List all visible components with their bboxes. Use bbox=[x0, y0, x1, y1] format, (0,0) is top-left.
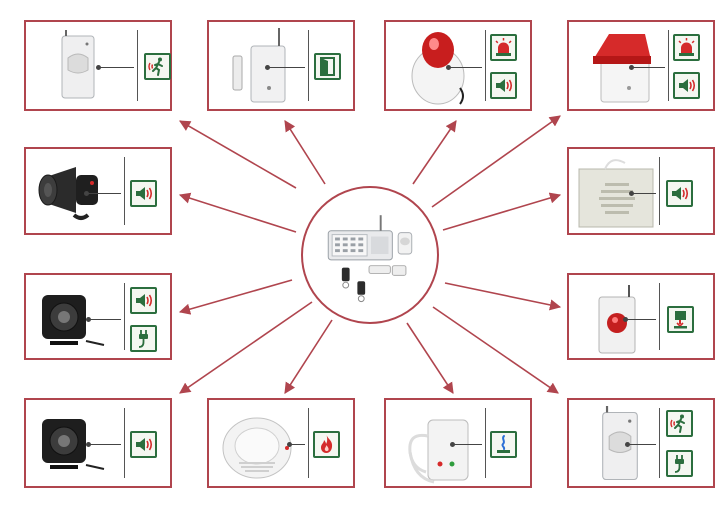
arrow-to-strobe-siren-round bbox=[413, 121, 456, 184]
running-man-icon bbox=[144, 53, 171, 80]
door-window-sensor-image bbox=[229, 26, 289, 106]
device-card-wired-siren bbox=[24, 273, 172, 360]
connector-line bbox=[448, 67, 482, 68]
connector-line bbox=[289, 444, 305, 445]
arrow-to-panic-button bbox=[445, 283, 560, 307]
wired-siren-image bbox=[36, 287, 106, 353]
speaker-icon bbox=[673, 72, 700, 99]
fire-icon bbox=[313, 431, 340, 458]
arrow-to-strobe-siren-square bbox=[432, 116, 560, 207]
running-man-icon bbox=[666, 410, 693, 437]
gas-detector-image bbox=[400, 406, 480, 486]
device-card-strobe-siren-round bbox=[384, 20, 532, 111]
connector-line bbox=[452, 444, 482, 445]
device-card-pir-motion-detector bbox=[567, 398, 715, 488]
gas-detector-image bbox=[400, 406, 480, 486]
panic-button-image bbox=[595, 285, 641, 355]
device-card-panic-button bbox=[567, 273, 715, 360]
arrow-to-smoke-detector bbox=[285, 320, 332, 393]
device-card-indoor-siren-speaker bbox=[567, 147, 715, 235]
panic-button-image bbox=[595, 285, 641, 355]
arrow-to-gas-detector bbox=[407, 323, 453, 393]
device-card-strobe-siren-square bbox=[567, 20, 715, 111]
device-card-wired-siren bbox=[24, 398, 172, 488]
pir-motion-detector-image bbox=[56, 30, 100, 104]
device-card-pir-motion-detector bbox=[24, 20, 172, 111]
connector-line bbox=[631, 67, 665, 68]
connector-line bbox=[86, 193, 121, 194]
connector-line bbox=[267, 67, 305, 68]
card-divider bbox=[308, 30, 309, 101]
connector-line bbox=[88, 444, 121, 445]
panic-press-icon bbox=[667, 306, 694, 333]
gas-icon bbox=[490, 431, 517, 458]
arrow-to-door-window-sensor bbox=[285, 121, 325, 184]
speaker-icon bbox=[490, 72, 517, 99]
control-panel-kit-image bbox=[303, 188, 437, 322]
horn-speaker-image bbox=[36, 157, 106, 227]
device-card-smoke-detector bbox=[207, 398, 355, 488]
strobe-siren-round-image bbox=[408, 26, 468, 106]
arrow-to-pir-motion-detector bbox=[180, 121, 296, 188]
pir-sensor-image bbox=[595, 406, 645, 486]
power-plug-icon bbox=[666, 450, 693, 477]
card-divider bbox=[124, 408, 125, 478]
arrow-to-horn-speaker bbox=[180, 195, 296, 232]
horn-speaker-image bbox=[36, 157, 106, 227]
arrow-to-wired-siren bbox=[180, 280, 292, 312]
card-divider bbox=[659, 283, 660, 350]
square-strobe-siren-image bbox=[589, 26, 655, 106]
pir-sensor-image bbox=[56, 30, 100, 104]
power-plug-icon bbox=[130, 325, 157, 352]
alarm-light-icon bbox=[673, 34, 700, 61]
indoor-siren-speaker-image bbox=[575, 153, 657, 231]
speaker-icon bbox=[130, 431, 157, 458]
connector-line bbox=[631, 193, 656, 194]
card-divider bbox=[659, 408, 660, 478]
connector-line bbox=[88, 319, 121, 320]
device-card-door-window-sensor bbox=[207, 20, 355, 111]
round-strobe-siren-image bbox=[408, 26, 468, 106]
alarm-light-icon bbox=[490, 34, 517, 61]
indoor-siren-image bbox=[575, 153, 657, 231]
open-door-icon bbox=[314, 53, 341, 80]
speaker-icon bbox=[130, 287, 157, 314]
connector-line bbox=[627, 444, 656, 445]
speaker-icon bbox=[130, 180, 157, 207]
card-divider bbox=[124, 283, 125, 350]
pir-motion-detector-image bbox=[595, 406, 645, 486]
card-divider bbox=[485, 408, 486, 478]
alarm-control-hub bbox=[301, 186, 439, 324]
card-divider bbox=[308, 408, 309, 478]
card-divider bbox=[485, 30, 486, 101]
strobe-siren-square-image bbox=[589, 26, 655, 106]
connector-line bbox=[625, 319, 656, 320]
arrow-to-indoor-siren-speaker bbox=[443, 195, 560, 230]
card-divider bbox=[137, 30, 138, 101]
device-card-gas-detector bbox=[384, 398, 532, 488]
card-divider bbox=[668, 30, 669, 101]
arrow-to-pir-motion-detector bbox=[433, 307, 558, 393]
door-sensor-image bbox=[229, 26, 289, 106]
speaker-icon bbox=[666, 180, 693, 207]
connector-line bbox=[98, 67, 134, 68]
device-card-horn-speaker bbox=[24, 147, 172, 235]
card-divider bbox=[124, 157, 125, 225]
wired-siren-image bbox=[36, 287, 106, 353]
arrow-to-wired-siren bbox=[180, 302, 312, 393]
card-divider bbox=[659, 157, 660, 225]
